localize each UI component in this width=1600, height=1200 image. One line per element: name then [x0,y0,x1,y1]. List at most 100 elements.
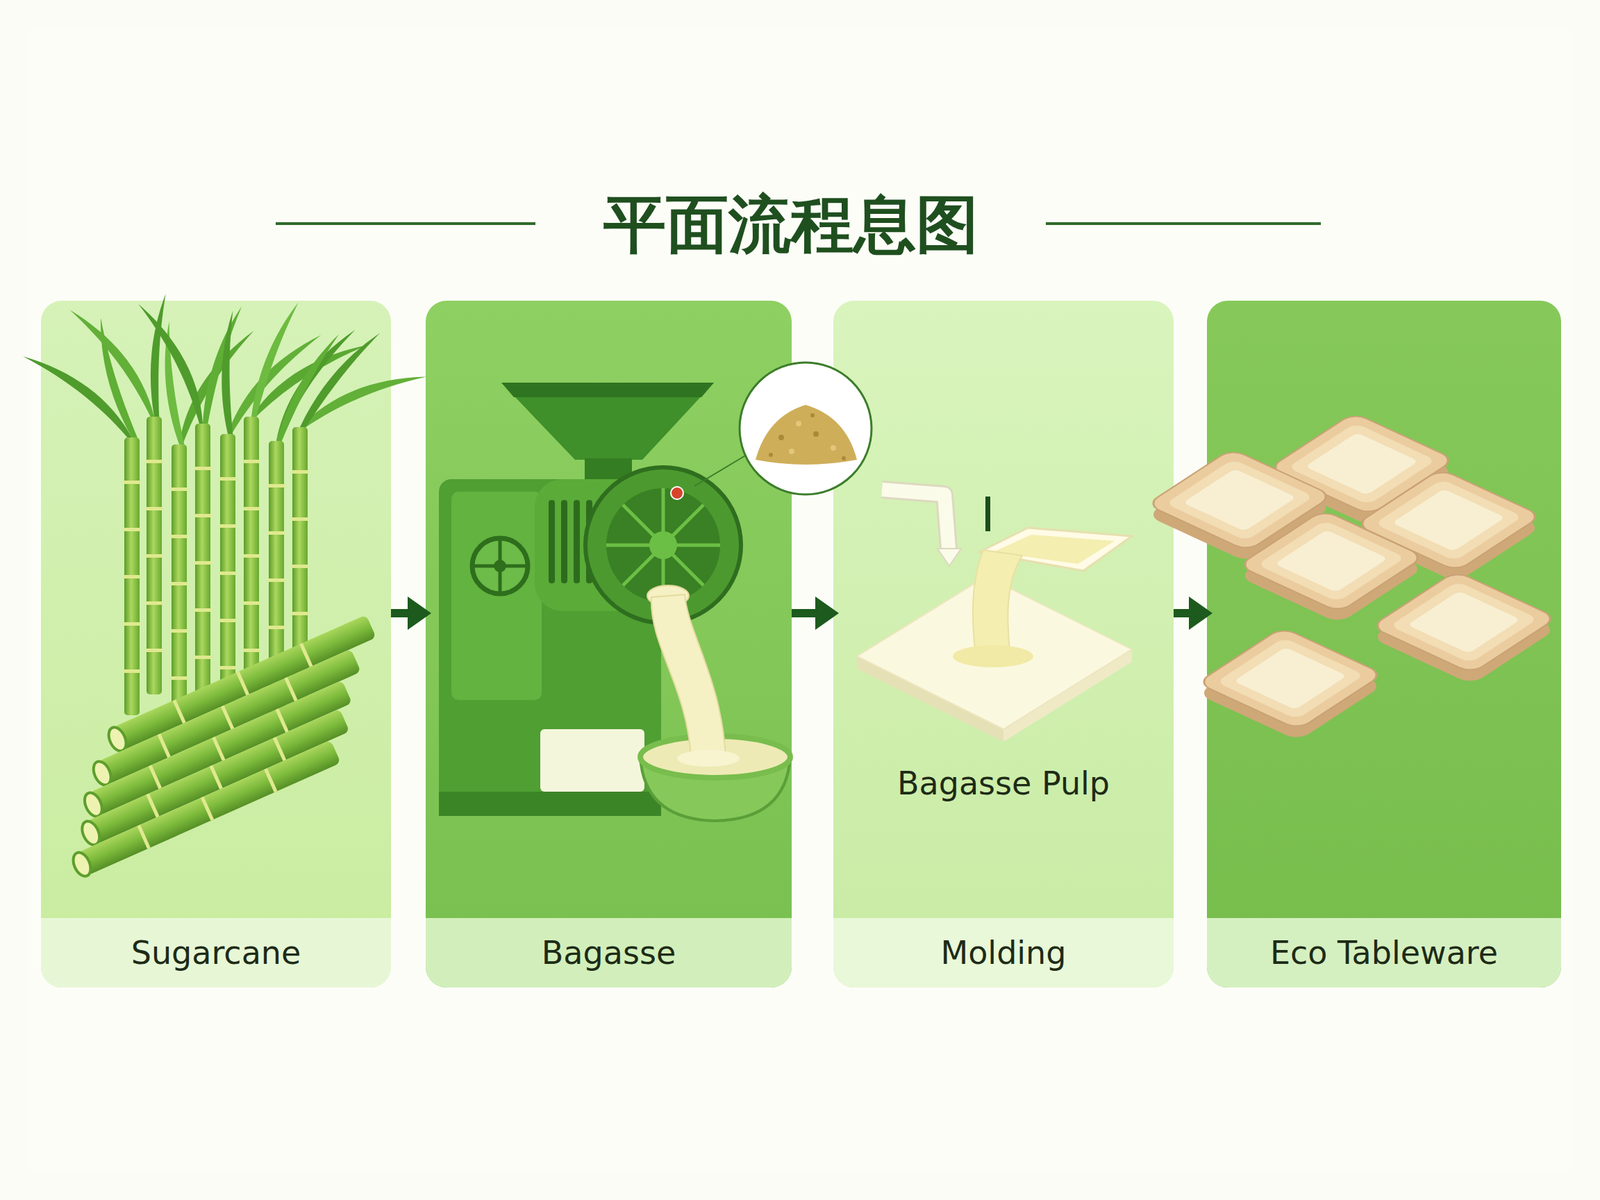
sugarcane-stalks [143,293,178,420]
grinder-machine [606,488,721,603]
cut-cane-pile [70,740,341,880]
grinder-machine [438,791,662,816]
cut-cane-pile [29,614,417,879]
eco-trays [1146,448,1333,562]
grinder-machine [598,500,605,584]
grinder-machine [649,531,678,560]
grinder-machine [622,504,704,586]
sugarcane-stalks [250,297,299,425]
grinder-machine [586,500,593,584]
process-panel: Bagasse PulpMolding [833,300,1174,988]
grinder-machine [670,486,684,500]
title-rule [1045,222,1321,225]
cut-cane-pile [78,708,350,848]
sugarcane-stalks [147,330,287,450]
sugarcane-stalks [219,434,237,712]
pulp-bowl [651,594,726,759]
eco-trays [1355,468,1542,582]
sugarcane-stalks [123,437,141,716]
sawdust-inset [810,413,815,418]
molding-press [985,496,991,532]
eco-trays [1197,627,1384,741]
sawdust-inset [830,445,837,451]
sugarcane-stalks [297,365,427,444]
sugarcane-stalks [11,356,144,444]
sawdust-inset [778,434,785,441]
molding-press [856,576,1132,730]
sugarcane-stalks [201,303,242,430]
sugarcane-stalks [170,444,188,723]
cut-cane-pile [90,648,362,788]
sugarcane-stalks [100,304,239,430]
molding-press [972,550,1023,657]
grinder-machine [606,543,721,548]
flow-arrow [1173,609,1207,618]
step-label: Eco Tableware [1206,918,1562,988]
flow-arrow [791,609,834,618]
sugarcane-stalks [41,309,182,423]
molding-press [856,489,1132,742]
diagram-title: 平面流程息图 [535,186,1046,264]
title-rule [275,222,536,225]
process-panel: Bagasse [425,300,792,988]
sugarcane-stalks [291,427,309,705]
process-panel: Sugarcane [40,300,391,988]
sugarcane-stalks [268,440,285,719]
sugarcane-stalks [243,416,260,695]
sugarcane-stalks [79,318,154,441]
step-label: Sugarcane [40,918,391,988]
grinder-machine [661,488,666,603]
grinder-machine [534,479,681,612]
eco-trays [1146,412,1557,741]
sawdust-inset [813,431,819,437]
grinder-machine [438,382,741,816]
grinder-machine [622,504,704,586]
molding-press [952,645,1034,668]
sugarcane-stalks [297,321,380,441]
page-panel [27,27,1573,1173]
grinder-machine [540,729,645,792]
molding-press [979,527,1132,571]
molding-press [881,489,949,549]
step-label: Molding [833,918,1174,988]
molding-press [993,534,1115,564]
molding-press [937,548,962,566]
sugarcane-stalks [11,293,427,723]
sawdust-inset [739,362,872,495]
pulp-bowl [640,585,791,821]
pulp-bowl [677,750,740,767]
sawdust-inset [788,448,795,455]
molding-press [881,489,949,549]
grinder-machine [451,491,542,700]
grinder-machine [474,564,526,569]
molding-press [856,656,1004,742]
sawdust-inset [755,404,857,465]
sawdust-inset [841,456,846,461]
eco-trays [1238,509,1425,623]
grinder-machine [548,500,555,584]
eco-trays [1370,570,1557,685]
grinder-machine [573,500,580,584]
grinder-machine [438,479,662,806]
pulp-bowl [640,736,791,778]
cut-cane-pile [81,679,353,819]
grinder-machine [561,500,568,584]
sugarcane-stalks [147,321,202,448]
sugarcane-stalks [209,310,250,437]
step-label: Bagasse [425,918,792,988]
grinder-machine [498,540,503,592]
cut-cane-pile [105,614,377,754]
grinder-machine [501,382,714,460]
sugarcane-stalks [274,326,339,452]
grinder-machine [585,467,741,623]
grinder-machine [584,458,632,487]
molding-press [1003,649,1132,742]
pulp-bowl [647,585,689,607]
sawdust-inset [795,420,802,427]
pulp-bowl [640,756,791,821]
sugarcane-stalks [244,345,373,423]
part-label: Bagasse Pulp [833,759,1174,808]
flow-arrow [390,609,426,618]
